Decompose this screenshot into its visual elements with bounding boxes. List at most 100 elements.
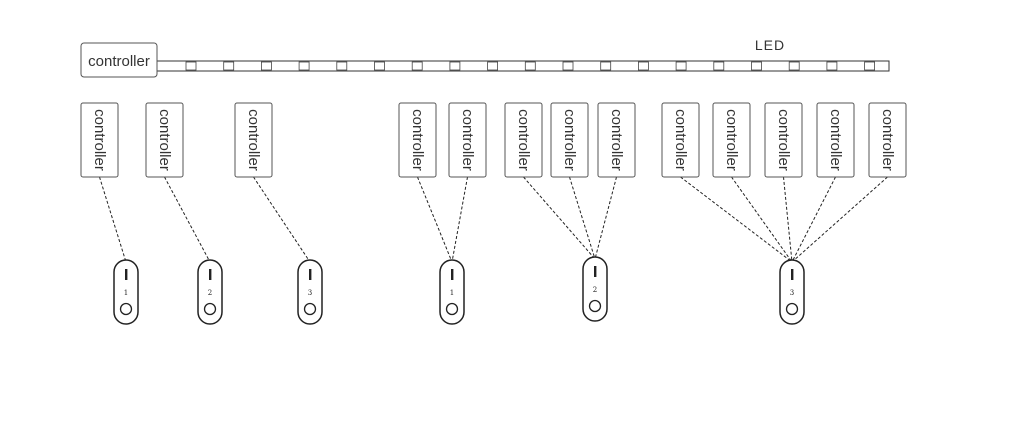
remote-power-button <box>125 269 128 280</box>
led-cell <box>487 61 499 71</box>
led-cell <box>788 61 800 71</box>
led-cell <box>298 61 310 71</box>
controller-label: controller <box>608 109 625 171</box>
controller-unit: controller <box>448 102 487 178</box>
controller-label: controller <box>561 109 578 171</box>
led-cells <box>185 61 875 71</box>
controller-label: controller <box>156 109 173 171</box>
remote-round-button <box>303 302 317 316</box>
controller-group: controller 3 <box>234 102 323 325</box>
led-cell <box>185 61 197 71</box>
remote-control-icon: 2 <box>582 256 608 322</box>
led-cell <box>223 61 235 71</box>
controller-group: controller 1 <box>80 102 139 325</box>
led-cell <box>600 61 612 71</box>
remote-power-button <box>451 269 454 280</box>
controller-unit: controller <box>661 102 700 178</box>
remote-power-button <box>209 269 212 280</box>
controller-label: controller <box>723 109 740 171</box>
controller-group: controller 2 <box>145 102 223 325</box>
controller-group: controller controller controller controller… <box>661 102 907 325</box>
led-cell <box>713 61 725 71</box>
controller-label: controller <box>775 109 792 171</box>
controller-box <box>448 102 487 178</box>
led-strip-assembly: controller LED <box>80 37 890 78</box>
remote-number: 3 <box>790 289 794 297</box>
controller-box <box>868 102 907 178</box>
led-cell <box>260 61 272 71</box>
connection-line <box>99 176 127 263</box>
controller-box <box>234 102 273 178</box>
remote-number: 2 <box>208 289 212 297</box>
controller-unit: controller <box>80 102 119 178</box>
led-cell <box>826 61 838 71</box>
controller-label: controller <box>515 109 532 171</box>
controller-label: controller <box>879 109 896 171</box>
connection-line <box>680 176 793 263</box>
remote-number: 3 <box>308 289 312 297</box>
remote-power-button <box>791 269 794 280</box>
controller-unit: controller <box>504 102 543 178</box>
controller-label: controller <box>459 109 476 171</box>
connection-line <box>451 176 468 263</box>
led-cell <box>411 61 423 71</box>
remote-control-icon: 3 <box>297 259 323 325</box>
remote-power-button <box>594 266 597 277</box>
controller-unit: controller <box>145 102 184 178</box>
controller-box <box>712 102 751 178</box>
connection-line <box>523 176 596 260</box>
led-cell <box>751 61 762 71</box>
remote-number: 1 <box>450 289 454 297</box>
led-cell <box>449 61 461 71</box>
remote-round-button <box>203 302 217 316</box>
controller-unit: controller <box>597 102 636 178</box>
connection-line <box>791 176 836 263</box>
connection-line <box>731 176 793 263</box>
controller-unit: controller <box>868 102 907 178</box>
led-cell <box>864 61 875 71</box>
controller-label: controller <box>91 109 108 171</box>
led-cell <box>524 61 536 71</box>
remote-control-icon: 2 <box>197 259 223 325</box>
controller-groups: controller1controller2controller3control… <box>80 102 907 325</box>
controller-label: controller <box>409 109 426 171</box>
controller-label: controller <box>672 109 689 171</box>
connection-line <box>569 176 596 260</box>
led-cell <box>675 61 687 71</box>
led-label: LED <box>755 37 785 53</box>
controller-box <box>145 102 184 178</box>
controller-unit: controller <box>398 102 437 178</box>
remote-round-button <box>445 302 459 316</box>
controller-box <box>816 102 855 178</box>
led-cell <box>374 61 385 71</box>
controller-box <box>550 102 589 178</box>
connection-line <box>253 176 311 263</box>
remote-round-button <box>785 302 799 316</box>
led-cell <box>638 61 649 71</box>
controller-unit: controller <box>550 102 589 178</box>
controller-unit: controller <box>816 102 855 178</box>
remote-number: 2 <box>593 286 597 294</box>
controller-label: controller <box>827 109 844 171</box>
remote-round-button <box>588 299 602 313</box>
controller-unit: controller <box>234 102 273 178</box>
connection-line <box>417 176 453 263</box>
remote-control-icon: 3 <box>779 259 805 325</box>
controller-box <box>661 102 700 178</box>
controller-unit: controller <box>764 102 803 178</box>
controller-box <box>80 102 119 178</box>
remote-control-icon: 1 <box>113 259 139 325</box>
remote-control-icon: 1 <box>439 259 465 325</box>
controller-box <box>398 102 437 178</box>
connection-line <box>791 176 888 263</box>
controller-unit: controller <box>712 102 751 178</box>
connection-line <box>594 176 617 260</box>
controller-box <box>504 102 543 178</box>
controller-box <box>597 102 636 178</box>
controller-group: controller controller controller 2 <box>504 102 636 322</box>
connection-line <box>164 176 211 263</box>
remote-number: 1 <box>124 289 128 297</box>
led-cell <box>336 61 348 71</box>
controller-group: controller controller 1 <box>398 102 487 325</box>
